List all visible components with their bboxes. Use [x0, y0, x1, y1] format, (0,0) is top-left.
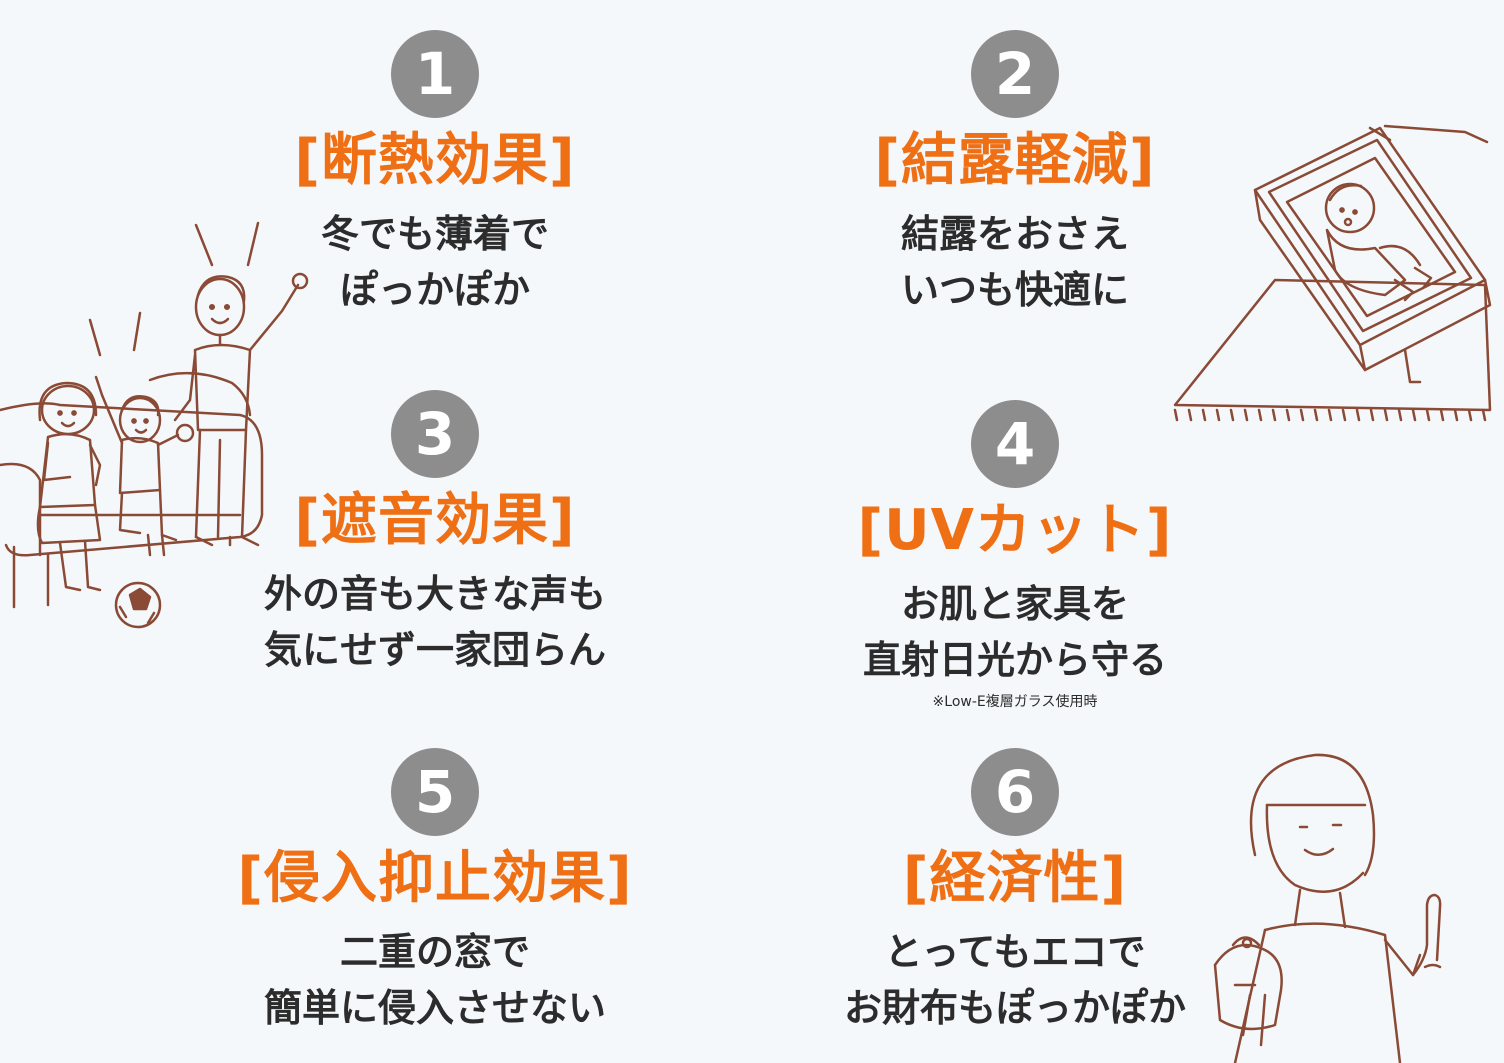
benefit-title-1: [断熱効果] — [294, 128, 576, 193]
benefit-description-1: 冬でも薄着で ぽっかぽか — [155, 206, 715, 318]
benefit-title-5: [侵入抑止効果] — [237, 846, 633, 911]
number-badge-1: 1 — [391, 30, 479, 118]
description-line: 気にせず一家団らん — [263, 628, 606, 672]
benefit-title-6: [経済性] — [902, 846, 1128, 911]
benefit-description-6: とってもエコで お財布もぽっかぽか — [735, 924, 1295, 1036]
description-line: 外の音も大きな声も — [263, 572, 606, 616]
benefit-3: 3 [遮音効果] 外の音も大きな声も 気にせず一家団らん — [155, 390, 715, 678]
description-line: 簡単に侵入させない — [263, 986, 606, 1030]
benefit-title-3: [遮音効果] — [294, 488, 576, 553]
description-line: お財布もぽっかぽか — [843, 986, 1186, 1030]
benefit-description-4: お肌と家具を 直射日光から守る — [735, 576, 1295, 688]
description-line: 結露をおさえ — [900, 212, 1129, 256]
benefit-5: 5 [侵入抑止効果] 二重の窓で 簡単に侵入させない — [155, 748, 715, 1036]
benefit-6: 6 [経済性] とってもエコで お財布もぽっかぽか — [735, 748, 1295, 1036]
benefit-description-3: 外の音も大きな声も 気にせず一家団らん — [155, 566, 715, 678]
description-line: お肌と家具を — [900, 582, 1129, 626]
family-cheering-illustration — [0, 215, 330, 635]
benefit-2: 2 [結露軽減] 結露をおさえ いつも快適に — [735, 30, 1295, 318]
benefit-title-4: [UVカット] — [857, 498, 1173, 563]
benefit-4: 4 [UVカット] お肌と家具を 直射日光から守る ※Low-E複層ガラス使用時 — [735, 400, 1295, 712]
footnote: ※Low-E複層ガラス使用時 — [932, 694, 1098, 710]
number-badge-4: 4 — [971, 400, 1059, 488]
benefit-1: 1 [断熱効果] 冬でも薄着で ぽっかぽか — [155, 30, 715, 318]
description-line: とってもエコで — [884, 930, 1146, 974]
description-line: 冬でも薄着で — [320, 212, 549, 256]
number-badge-2: 2 — [971, 30, 1059, 118]
description-line: いつも快適に — [900, 268, 1129, 312]
description-line: 直射日光から守る — [862, 638, 1167, 682]
woman-purse-illustration — [1195, 745, 1470, 1063]
benefit-description-5: 二重の窓で 簡単に侵入させない — [155, 924, 715, 1036]
benefit-description-2: 結露をおさえ いつも快適に — [735, 206, 1295, 318]
baby-window-illustration — [1165, 120, 1500, 425]
description-line: ぽっかぽか — [339, 268, 530, 312]
description-line: 二重の窓で — [339, 930, 530, 974]
number-badge-5: 5 — [391, 748, 479, 836]
benefit-title-2: [結露軽減] — [874, 128, 1156, 193]
number-badge-3: 3 — [391, 390, 479, 478]
number-badge-6: 6 — [971, 748, 1059, 836]
